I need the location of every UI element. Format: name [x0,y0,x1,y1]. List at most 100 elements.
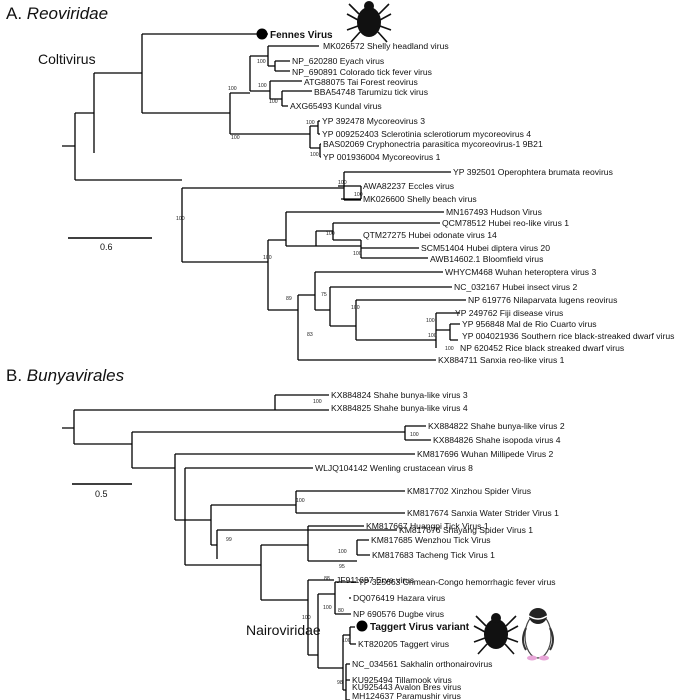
leaf-a-2: NP_620280 Eyach virus [292,56,384,66]
bootstrap-label: 100 [353,251,362,257]
leaf-b-8: KM817676 Shayang Spider Virus 1 [399,525,533,535]
bootstrap-label: 100 [310,152,319,158]
bootstrap-label: 100 [326,231,335,237]
leaf-a-23: YP 956848 Mal de Rio Cuarto virus [462,319,597,329]
bootstrap-label: 100 [313,399,322,405]
leaf-a-16: QTM27275 Hubei odonate virus 14 [363,230,497,240]
leaf-a-5: BBA54748 Tarumizu tick virus [314,87,428,97]
leaves-a: Fennes Virus MK026572 Shelly headland vi… [256,28,674,365]
tick-icon [473,613,519,655]
bootstrap-label: 100 [410,432,419,438]
leaf-b-15: NP 690576 Dugbe virus [353,609,444,619]
leaf-a-13: MK026600 Shelly beach virus [363,194,477,204]
leaf-b-1: KX884825 Shahe bunya-like virus 4 [331,403,468,413]
leaf-b-7: KM817674 Sanxia Water Strider Virus 1 [407,508,559,518]
leaf-a-10: YP 001936004 Mycoreovirus 1 [323,152,441,162]
leaf-a-22: YP 249762 Fiji disease virus [455,308,563,318]
leaf-a-21: NP 619776 Nilaparvata lugens reovirus [468,295,617,305]
bootstrap-label: 100 [302,615,311,621]
tree-b [62,394,431,700]
leaf-b-11: KM817683 Tacheng Tick Virus 1 [372,550,495,560]
leaf-a-18: AWB14602.1 Bloomfield virus [430,254,543,264]
bootstrap-label: 100 [342,638,351,644]
leaf-b-9: KM817667 Huangpi Tick Virus 1 [366,521,489,531]
leaf-a-4: ATG88075 Tai Forest reovirus [304,77,418,87]
tree-a [62,33,466,361]
panel-a-title: A. Reoviridae [6,4,108,24]
bootstrap-label: 100 [445,346,454,352]
bootstrap-label: 100 [296,498,305,504]
scale-label-a: 0.6 [100,242,113,252]
highlight-dot-a [256,28,268,40]
leaf-a-3: NP_690891 Colorado tick fever virus [292,67,432,77]
leaves-b: KX884824 Shahe bunya-like virus 3 KX8848… [315,390,565,700]
bootstrap-label: 100 [428,333,437,339]
bootstrap-label: 100 [231,135,240,141]
bootstrap-label: 100 [323,605,332,611]
leaf-a-0: Fennes Virus [270,30,333,41]
bootstrap-label: 100 [306,120,315,126]
bootstrap-label: 100 [258,83,267,89]
bootstrap-a: 100 100 100 100 100 100 100 100 100 100 … [176,59,454,352]
leaf-a-1: MK026572 Shelly headland virus [323,41,449,51]
leaf-a-24: YP 004021936 Southern rice black-streake… [462,331,674,341]
clade-label-b: Nairoviridae [246,622,321,638]
leaf-b-17: KT820205 Taggert virus [358,639,449,649]
bootstrap-label: 99 [226,537,232,543]
bootstrap-b: 100 100 100 99 100 95 88 100 80 100 100 … [226,399,419,686]
bootstrap-label: 100 [354,192,363,198]
leaf-b-19: KU925494 Tillamook virus [352,675,452,685]
leaf-b-5: WLJQ104142 Wenling crustacean virus 8 [315,463,473,473]
leaf-b-13: YP 325663 Crimean-Congo hemorrhagic feve… [358,577,556,587]
tick-icon [346,1,392,43]
leaf-b-3: KX884826 Shahe isopoda virus 4 [433,435,561,445]
leaf-b-18: NC_034561 Sakhalin orthonairovirus [352,659,492,669]
panel-b-title: B. Bunyavirales [6,366,124,386]
bootstrap-label: 80 [338,608,344,614]
bootstrap-label: 89 [286,296,292,302]
scale-label-b: 0.5 [95,489,108,499]
panel-b-letter: B. [6,366,23,385]
leaf-a-20: NC_032167 Hubei insect virus 2 [454,282,577,292]
bootstrap-label: 100 [176,216,185,222]
leaf-b-12: JF911697 Erve virus [336,575,414,585]
bootstrap-label: 100 [269,99,278,105]
bootstrap-label: 100 [338,180,347,186]
bootstrap-label: 100 [426,318,435,324]
bootstrap-label: 83 [307,332,313,338]
clade-label-a: Coltivirus [38,51,96,67]
leaf-b-16: Taggert Virus variant [370,622,470,633]
panel-a-taxon: Reoviridae [26,4,109,23]
panel-a-letter: A. [6,4,23,23]
leaf-a-15: QCM78512 Hubei reo-like virus 1 [442,218,569,228]
bootstrap-label: 100 [351,305,360,311]
leaf-a-9: BAS02069 Cryphonectria parasitica mycore… [323,139,543,149]
bootstrap-label: 95 [339,564,345,570]
leaf-b-0: KX884824 Shahe bunya-like virus 3 [331,390,468,400]
leaf-a-8: YP 009252403 Sclerotinia sclerotiorum my… [322,129,531,139]
bootstrap-label: 100 [338,549,347,555]
leaf-a-7: YP 392478 Mycoreovirus 3 [322,116,425,126]
leaf-a-17: SCM51404 Hubei diptera virus 20 [421,243,550,253]
bootstrap-label: 75 [321,292,327,298]
bootstrap-label: 88 [324,576,330,582]
penguin-icon [522,608,554,661]
leaf-b-20: KU925443 Avalon Bres virus [352,682,461,692]
leaf-b-2: KX884822 Shahe bunya-like virus 2 [428,421,565,431]
leaf-a-6: AXG65493 Kundal virus [290,101,382,111]
bootstrap-label: 98 [337,680,343,686]
leaf-a-11: YP 392501 Operophtera brumata reovirus [453,167,613,177]
leaf-a-12: AWA82237 Eccles virus [363,181,454,191]
leaf-a-19: WHYCM468 Wuhan heteroptera virus 3 [445,267,596,277]
bootstrap-label: 100 [228,86,237,92]
leaf-a-25: NP 620452 Rice black streaked dwarf viru… [460,343,624,353]
bootstrap-label: 100 [263,255,272,261]
leaf-a-14: MN167493 Hudson Virus [446,207,542,217]
leaf-b-4: KM817696 Wuhan Millipede Virus 2 [417,449,554,459]
leaf-b-14: DQ076419 Hazara virus [353,593,445,603]
leaf-b-21: MH124637 Paramushir virus [352,691,461,700]
panel-b-taxon: Bunyavirales [26,366,125,385]
bootstrap-label: 100 [257,59,266,65]
leaf-a-26: KX884711 Sanxia reo-like virus 1 [438,355,565,365]
leaf-b-6: KM817702 Xinzhou Spider Virus [407,486,531,496]
